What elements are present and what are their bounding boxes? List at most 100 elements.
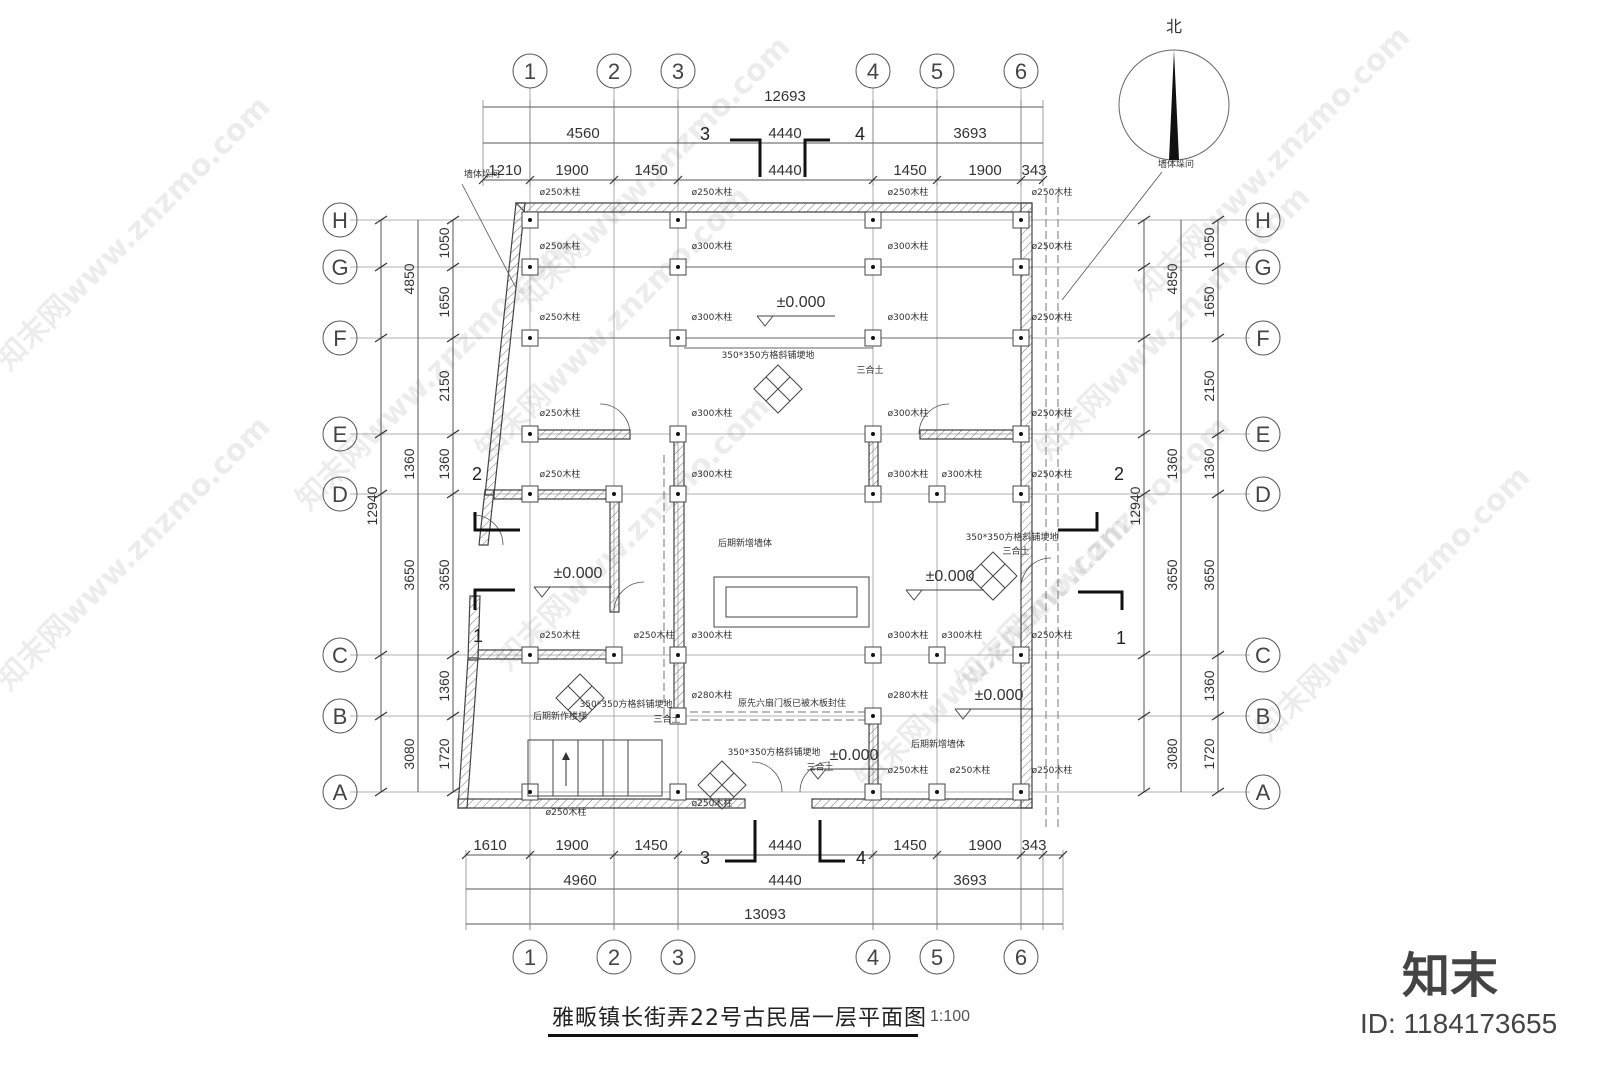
section-marker <box>1078 590 1124 610</box>
section-label: 2 <box>472 464 482 484</box>
axis-label-col: 2 <box>608 945 620 970</box>
axis-bubble-top <box>512 53 548 89</box>
axis-bubble-left <box>322 476 358 512</box>
wall-interior-2 <box>609 493 620 613</box>
wall-west-mid <box>478 489 495 546</box>
column-note: ø250木柱 <box>888 186 929 198</box>
column-note: ø250木柱 <box>540 407 581 419</box>
column-center <box>528 218 532 222</box>
column-note: ø250木柱 <box>540 311 581 323</box>
axis-bubble-left <box>322 774 358 810</box>
dim-bottom-detail: 1450 <box>634 837 667 854</box>
dim-tick-mark <box>609 850 619 860</box>
dim-tick-mark <box>446 333 460 343</box>
column-note: ø250木柱 <box>1032 629 1073 641</box>
axis-label-row: G <box>331 255 348 280</box>
axis-bubble-left <box>322 698 358 734</box>
column-note: ø250木柱 <box>1032 468 1073 480</box>
dim-side-mid: 1360 <box>401 448 417 479</box>
axis-label-row: C <box>1255 643 1271 668</box>
column-note: ø250木柱 <box>692 186 733 198</box>
column-center <box>871 265 875 269</box>
paving-line <box>765 376 791 402</box>
column-center <box>528 265 532 269</box>
dim-tick-mark <box>1038 175 1048 185</box>
column-center <box>871 790 875 794</box>
dim-side-detail: 1650 <box>1201 286 1217 317</box>
column-note: ø250木柱 <box>950 764 991 776</box>
section-marker <box>803 138 830 177</box>
central-frame-inner <box>725 586 858 618</box>
axis-bubble-left <box>322 249 358 285</box>
axis-label-col: 6 <box>1015 59 1027 84</box>
dim-bottom-mid: 4440 <box>768 872 801 889</box>
dim-tick-mark <box>1137 650 1151 660</box>
column-center <box>676 714 680 718</box>
column-center <box>676 218 680 222</box>
dim-top-mid: 3693 <box>953 125 986 142</box>
dim-tick-mark <box>374 262 388 272</box>
dim-tick-mark <box>1137 711 1151 721</box>
column-center <box>528 432 532 436</box>
dim-tick-mark <box>1211 215 1225 225</box>
dim-bottom-mid: 4960 <box>563 872 596 889</box>
column-center <box>1019 790 1023 794</box>
dim-tick-mark <box>673 850 683 860</box>
axis-bubble-right <box>1245 320 1281 356</box>
axis-label-row: B <box>1256 704 1271 729</box>
axis-bubble-bottom <box>919 939 955 975</box>
door-swing <box>599 403 631 435</box>
section-label: 1 <box>1116 628 1126 648</box>
dim-side-mid: 3650 <box>401 559 417 590</box>
north-arrow <box>1169 50 1179 160</box>
dim-tick-mark <box>1038 850 1048 860</box>
dim-side-mid: 4850 <box>1164 263 1180 294</box>
column-note: ø250木柱 <box>546 806 587 818</box>
dim-top-total: 12693 <box>764 88 806 105</box>
dim-tick-mark <box>1211 650 1225 660</box>
dim-top-detail: 4440 <box>768 162 801 179</box>
column-center <box>528 653 532 657</box>
axis-bubble-right <box>1245 698 1281 734</box>
axis-label-row: H <box>1255 208 1271 233</box>
door-note: 原先六扇门板已被木板封住 <box>738 697 846 709</box>
elevation-triangle <box>954 708 972 720</box>
dim-side-mid: 3650 <box>1164 559 1180 590</box>
paving-diamond <box>555 673 605 723</box>
dim-tick-mark <box>1137 489 1151 499</box>
elevation-label: ±0.000 <box>926 568 975 585</box>
section-marker <box>730 138 762 177</box>
wall-interior-3 <box>673 439 685 717</box>
column-note: ø250木柱 <box>540 240 581 252</box>
leader-line <box>461 183 517 289</box>
column-center <box>528 790 532 794</box>
door-swing <box>799 761 831 793</box>
column-note: ø300木柱 <box>888 311 929 323</box>
title-underline <box>548 1034 918 1037</box>
north-label: 北 <box>1166 18 1182 36</box>
wall-interior-d <box>493 489 615 500</box>
column-center <box>935 790 939 794</box>
column-center <box>676 492 680 496</box>
axis-label-col: 1 <box>524 945 536 970</box>
elevation-label: ±0.000 <box>554 565 603 582</box>
elevation-triangle <box>533 586 551 598</box>
elevation-label: ±0.000 <box>830 747 879 764</box>
column-center <box>935 653 939 657</box>
dim-tick-mark <box>446 489 460 499</box>
section-marker <box>818 820 845 863</box>
dim-top-mid: 4560 <box>566 125 599 142</box>
column-center <box>676 790 680 794</box>
dim-tick-mark <box>461 850 471 860</box>
axis-bubble-bottom <box>596 939 632 975</box>
paving-note: 350*350方格斜铺埂地 <box>728 746 821 758</box>
dim-side-detail: 1720 <box>1201 738 1217 769</box>
stair-block <box>527 739 663 797</box>
column-note: ø300木柱 <box>888 240 929 252</box>
axis-bubble-top <box>596 53 632 89</box>
dim-tick-mark <box>446 650 460 660</box>
column-note: ø250木柱 <box>1032 764 1073 776</box>
dim-side-detail: 1360 <box>436 448 452 479</box>
dim-side-mid: 4850 <box>401 263 417 294</box>
wall-fill-note: 墙体垛问 <box>1158 158 1194 170</box>
